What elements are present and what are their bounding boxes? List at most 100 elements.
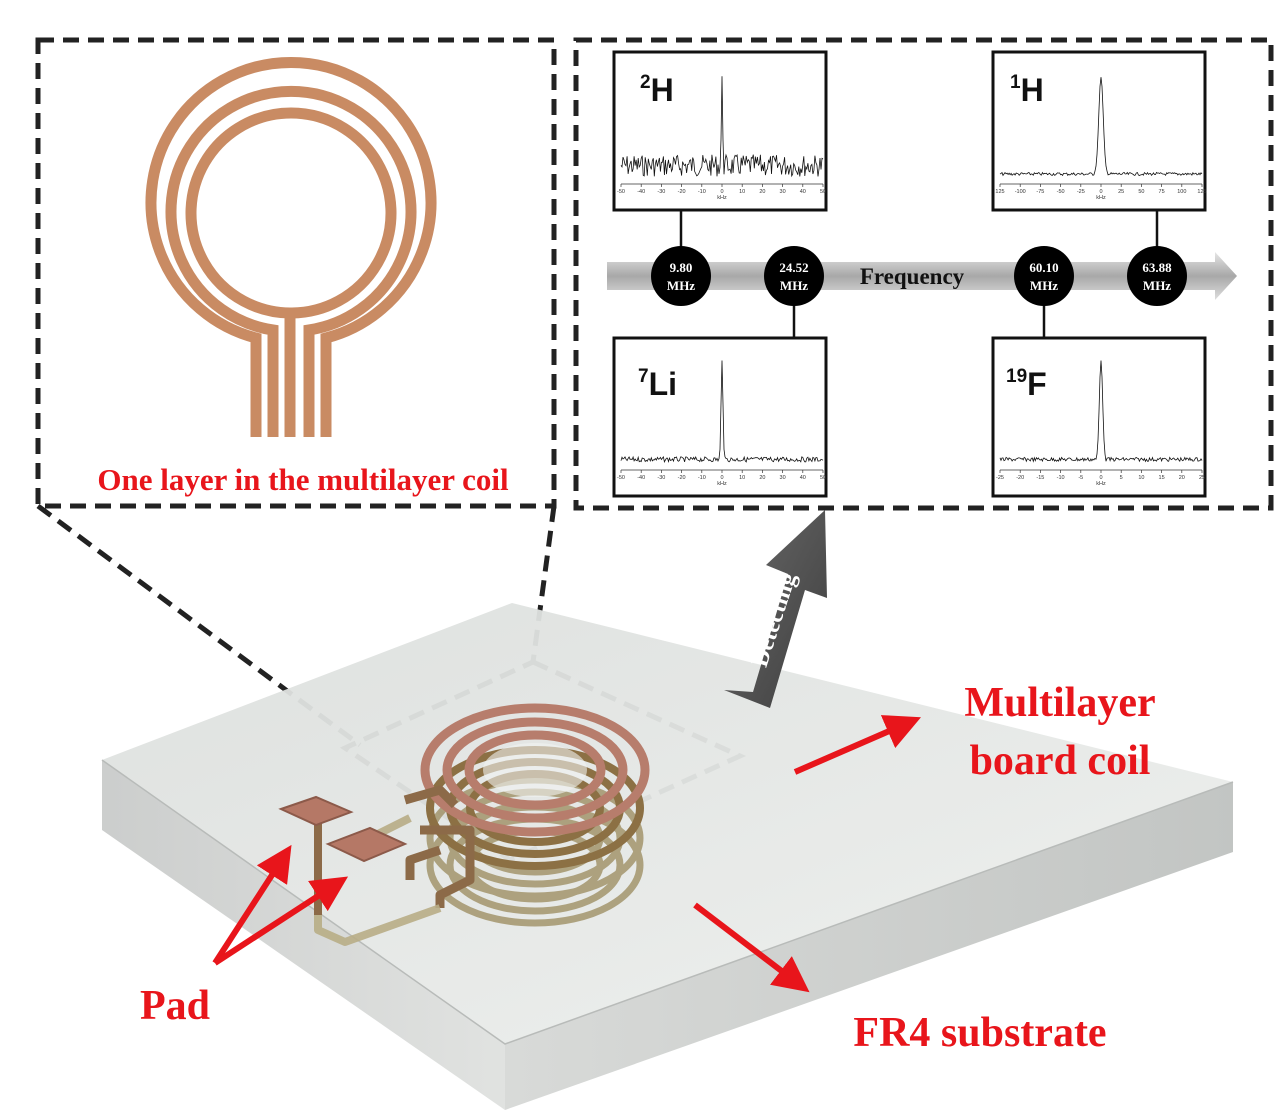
substrate-top-face — [102, 603, 1233, 1044]
fr4-substrate — [101, 603, 1234, 1110]
pad-pointer-arrow-2 — [213, 876, 349, 966]
multilayer-coil — [278, 703, 650, 946]
spectrum-tick-label: -100 — [1015, 189, 1026, 195]
spectrum-trace — [620, 76, 824, 178]
freq-node-unit: MHz — [667, 278, 695, 293]
spectrum-tick-label: 100 — [1177, 189, 1186, 195]
spectrum-tick-label: -25 — [996, 475, 1004, 481]
substrate-front-face — [102, 760, 505, 1110]
spectra-panel: Frequency 9.80 MHz 24.52 MHz 60.10 MHz 6 — [573, 37, 1274, 511]
spectrum-tick-label: 50 — [1138, 189, 1144, 195]
spectrum-tick-label: 125 — [995, 189, 1004, 195]
freq-node-2: 24.52 MHz — [764, 246, 824, 306]
spectrum-tick-label: -75 — [1036, 189, 1044, 195]
nucleus-label: 2H — [640, 72, 674, 108]
top-coil-layer — [420, 703, 650, 837]
spectrum-h2: 2H -50 -40 -30 -20 -10 0 10 20 30 40 50 kHz — [612, 50, 828, 212]
single-layer-coil — [145, 57, 437, 437]
spectrum-tick-label: -20 — [1016, 475, 1024, 481]
spectra-dashed-frame — [573, 37, 1274, 511]
annotations — [212, 715, 922, 993]
spectrum-tick-label: 0 — [720, 475, 723, 481]
spectrum-tick-label: 15 — [1159, 475, 1165, 481]
spectrum-tick-label: 50 — [820, 475, 826, 481]
spectrum-tick-label: 50 — [820, 189, 826, 195]
spectrum-connectors — [679, 210, 1159, 338]
spectrum-tick-label: -30 — [657, 189, 665, 195]
spectrum-axis-unit: kHz — [717, 195, 727, 201]
freq-node-value: 63.88 — [1142, 260, 1172, 275]
spectrum-tick-label: 10 — [1138, 475, 1144, 481]
pad-1 — [278, 795, 354, 827]
spectrum-tick-label: -20 — [678, 475, 686, 481]
multilayer-label-line2: board coil — [970, 738, 1151, 784]
spectrum-tick-label: 25 — [1118, 189, 1124, 195]
freq-node-value: 24.52 — [779, 260, 808, 275]
spectrum-tick-label: 20 — [1179, 475, 1185, 481]
spectrum-tick-label: -5 — [1078, 475, 1083, 481]
spectrum-axis-unit: kHz — [1096, 481, 1106, 487]
spectrum-trace — [620, 360, 824, 464]
spectrum-tick-label: 0 — [1099, 189, 1102, 195]
spectrum-tick-label: -15 — [1036, 475, 1044, 481]
spectrum-tick-label: -10 — [698, 475, 706, 481]
freq-node-3: 60.10 MHz — [1014, 246, 1074, 306]
spectrum-tick-label: -40 — [637, 475, 645, 481]
spectrum-tick-label: 30 — [780, 475, 786, 481]
spectrum-tick-label: 40 — [800, 189, 806, 195]
spectrum-axis-unit: kHz — [1096, 195, 1106, 201]
spectrum-tick-label: 25 — [1199, 475, 1205, 481]
freq-node-unit: MHz — [1143, 278, 1171, 293]
frequency-arrow — [607, 252, 1237, 300]
pad-label: Pad — [140, 983, 210, 1029]
spectrum-tick-label: 0 — [720, 189, 723, 195]
nucleus-label: 1H — [1010, 72, 1044, 108]
spectrum-tick-label: 0 — [1099, 475, 1102, 481]
spectrum-tick-label: -20 — [678, 189, 686, 195]
nucleus-label: 7Li — [638, 366, 677, 402]
nucleus-label: 19F — [1006, 366, 1047, 402]
freq-node-unit: MHz — [780, 278, 808, 293]
spectrum-tick-label: -10 — [1057, 475, 1065, 481]
single-layer-dashed-frame — [35, 37, 557, 509]
single-layer-panel: One layer in the multilayer coil — [35, 37, 557, 509]
spectrum-tick-label: 20 — [759, 475, 765, 481]
spectrum-tick-label: 30 — [780, 189, 786, 195]
spectrum-tick-label: 75 — [1159, 189, 1165, 195]
spectrum-h1: 1H 125 -100 -75 -50 -25 0 25 50 75 100 125 kHz — [991, 50, 1207, 212]
freq-node-unit: MHz — [1030, 278, 1058, 293]
pad-2 — [325, 826, 408, 863]
coil-leads — [403, 785, 475, 908]
spectrum-tick-label: 40 — [800, 475, 806, 481]
spectrum-tick-label: -50 — [617, 475, 625, 481]
spectrum-tick-label: -50 — [1057, 189, 1065, 195]
freq-node-1: 9.80 MHz — [651, 246, 711, 306]
substrate-label: FR4 substrate — [853, 1010, 1106, 1056]
single-layer-caption: One layer in the multilayer coil — [97, 462, 509, 497]
frequency-axis: Frequency — [607, 252, 1237, 300]
spectrum-tick-label: -40 — [637, 189, 645, 195]
substrate-pointer-arrow — [693, 902, 810, 993]
spectrum-trace — [999, 77, 1203, 177]
spectrum-f19: 19F -25 -20 -15 -10 -5 0 5 10 15 20 25 kHz — [991, 336, 1207, 498]
freq-node-value: 9.80 — [670, 260, 693, 275]
spectrum-axis-unit: kHz — [717, 481, 727, 487]
spectrum-tick-label: -50 — [617, 189, 625, 195]
freq-node-4: 63.88 MHz — [1127, 246, 1187, 306]
freq-node-value: 60.10 — [1029, 260, 1058, 275]
spectrum-trace — [999, 360, 1203, 463]
spectrum-tick-label: 10 — [739, 189, 745, 195]
spectrum-tick-label: -25 — [1077, 189, 1085, 195]
multilayer-label-line1: Multilayer — [964, 680, 1155, 726]
spectrum-tick-label: 20 — [759, 189, 765, 195]
pad-pointer-arrow-1 — [212, 844, 292, 965]
coil-pointer-arrow — [793, 715, 922, 775]
spectrum-tick-label: 5 — [1120, 475, 1123, 481]
spectrum-tick-label: -10 — [698, 189, 706, 195]
frequency-label: Frequency — [860, 264, 965, 289]
spectrum-tick-label: 125 — [1197, 189, 1206, 195]
spectrum-tick-label: -30 — [657, 475, 665, 481]
substrate-right-face — [505, 782, 1233, 1110]
